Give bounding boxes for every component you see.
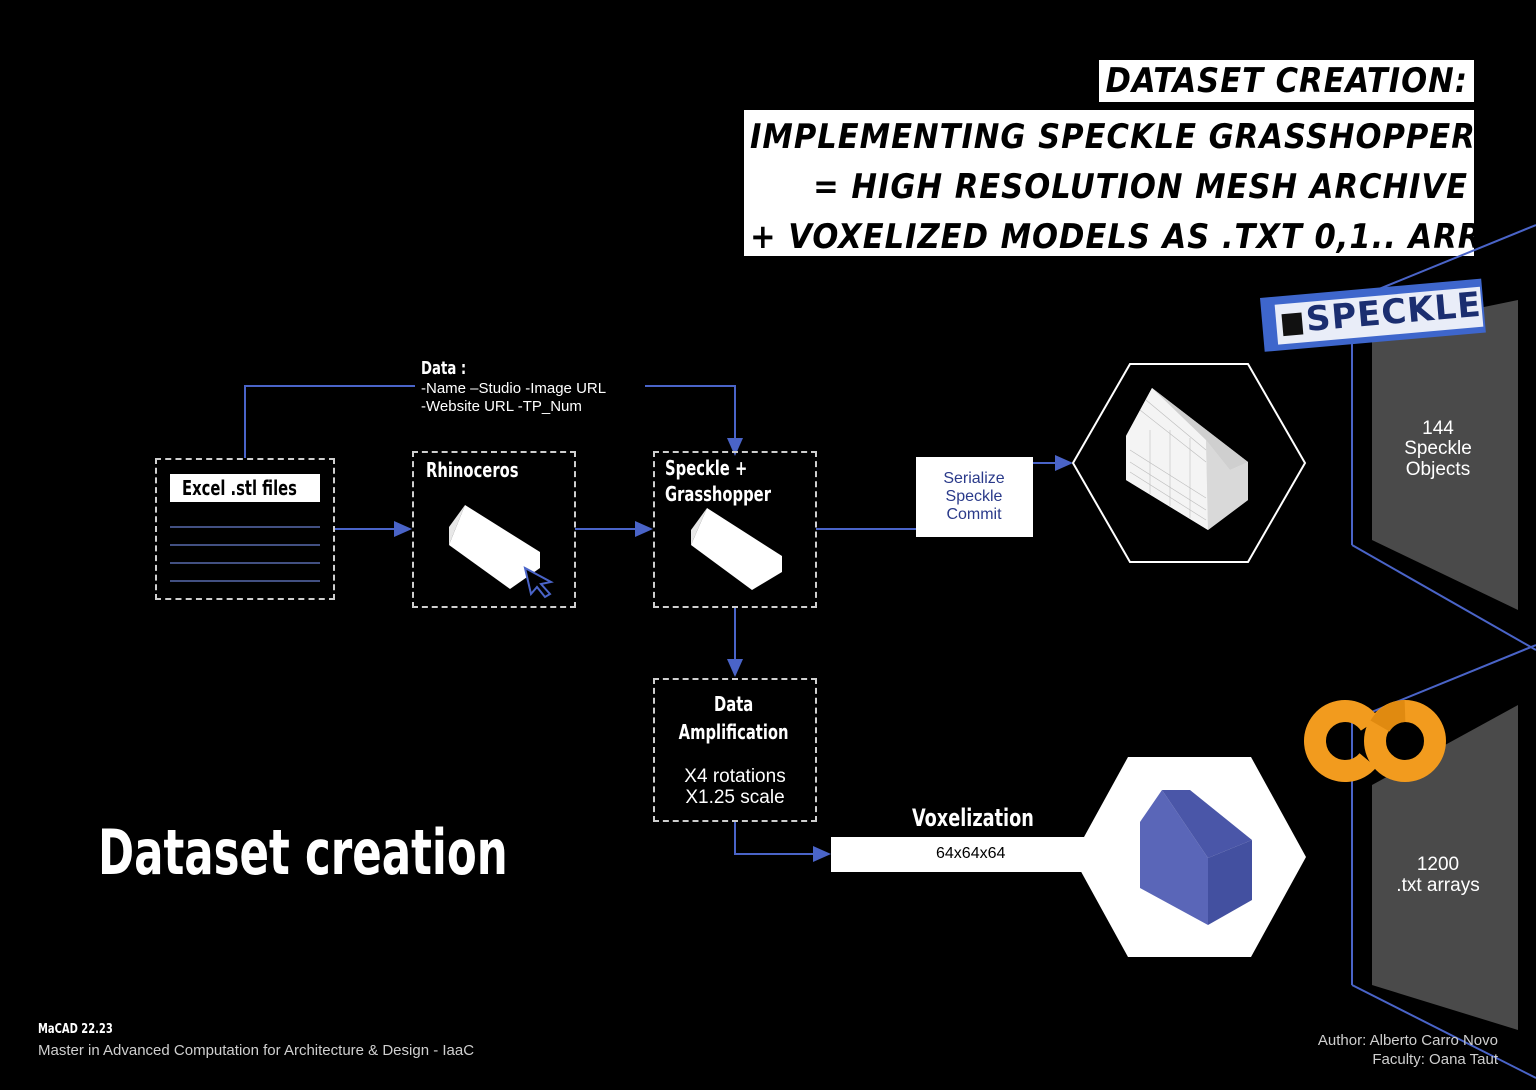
serialize-label: Serialize Speckle Commit [943,470,1005,523]
data-note-heading: Data : [421,358,467,379]
excel-label: Excel .stl files [182,476,297,500]
rhino-label: Rhinoceros [426,458,519,482]
amplification-to-voxel-arrow [734,822,831,862]
rhino-node [412,451,576,608]
arrays-count: 1200 [1416,854,1460,875]
footer-faculty: Faculty: Oana Taut [1372,1051,1498,1068]
excel-list-lines [170,526,320,582]
voxelization-bar [831,837,1086,872]
excel-label-box [170,474,320,502]
speckle-gh-node [653,451,817,608]
footer-course: MaCAD 22.23 [38,1022,113,1037]
title-line-4: + VOXELIZED MODELS AS .TXT 0,1.. ARRAY [750,217,1474,256]
speckle-objects-label: Speckle Objects [1404,438,1472,480]
amplification-title: Data Amplification [678,692,789,744]
speckle-count: 144 [1422,418,1454,439]
title-block: IMPLEMENTING SPECKLE GRASSHOPPER UPLOAD … [744,110,1474,256]
speckle-square-icon [1281,312,1304,337]
amplification-node [653,678,817,822]
right-side-decoration [1351,224,1536,1079]
amplification-line-2: X1.25 scale [685,787,785,808]
serialize-node [916,457,1033,537]
speckle-gh-label: Speckle + Grasshopper [665,456,771,506]
arrays-label: .txt arrays [1396,875,1480,896]
excel-node [155,458,335,600]
cursor-icon [523,566,554,599]
voxelization-title: Voxelization [912,804,1034,832]
speckle-panel [1372,300,1518,610]
data-note-line-1: -Name –Studio -Image URL [421,380,607,397]
colab-logo-icon [1304,700,1446,782]
amplification-line-1: X4 rotations [684,766,786,787]
data-to-speckle-arrow [645,385,743,456]
main-heading: Dataset creation [98,816,508,889]
data-note-line-2: -Website URL -TP_Num [421,398,582,415]
data-link-line [244,385,415,458]
rhino-house-shape [449,505,554,599]
mesh-house-model [1126,388,1248,530]
title-line-1: DATASET CREATION: [1099,60,1474,102]
voxel-size-label: 64x64x64 [936,845,1006,862]
speckle-house-shape [691,508,782,590]
voxel-house-model [1140,790,1252,925]
speckle-logo-text: SPECKLE [1304,284,1484,340]
title-line-3: = HIGH RESOLUTION MESH ARCHIVE [813,167,1468,207]
footer-author: Author: Alberto Carro Novo [1317,1032,1498,1049]
title-line-2: IMPLEMENTING SPECKLE GRASSHOPPER UPLOAD [750,117,1474,157]
footer-program: Master in Advanced Computation for Archi… [38,1042,475,1059]
arrays-panel [1372,705,1518,1030]
